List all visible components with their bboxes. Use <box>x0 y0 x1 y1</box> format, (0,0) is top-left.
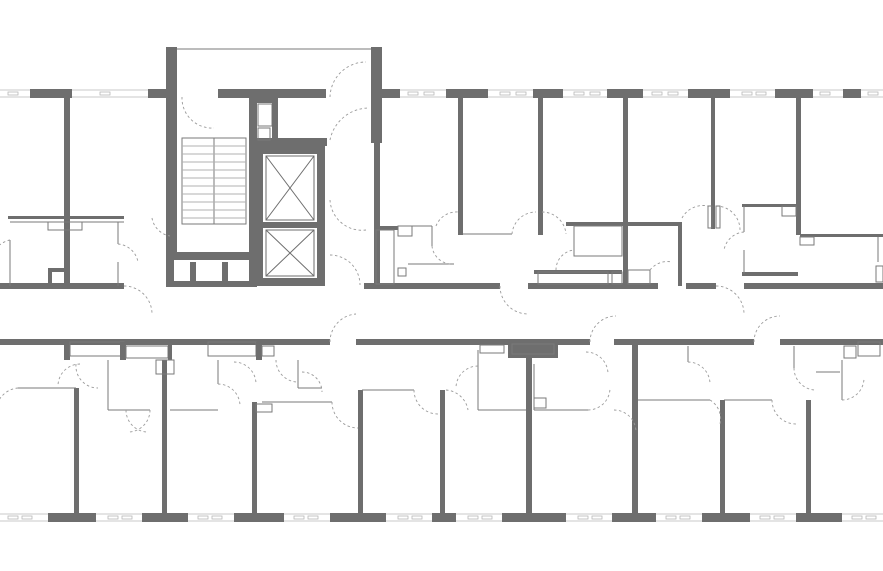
upper-left-units <box>0 97 171 287</box>
upper-right-units <box>374 97 883 287</box>
corridor <box>0 283 883 345</box>
top-facade <box>0 89 883 98</box>
elevator-icon <box>265 155 315 277</box>
bottom-facade <box>0 513 883 522</box>
staircase-icon <box>181 137 247 225</box>
lower-units <box>0 341 881 514</box>
building-core <box>166 47 382 287</box>
